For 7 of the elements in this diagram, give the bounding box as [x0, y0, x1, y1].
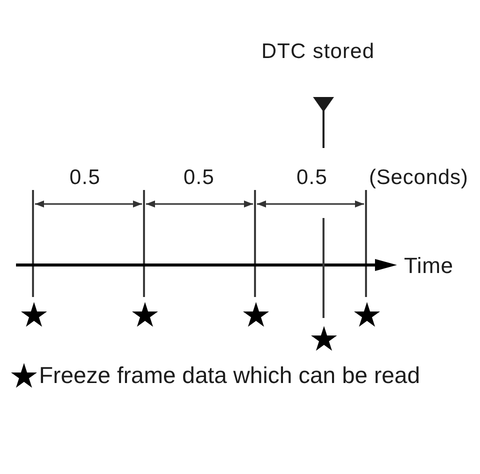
dimension-value: 0.5: [70, 167, 100, 188]
dimension-value: 0.5: [296, 167, 328, 188]
dimension-value: 0.5: [184, 167, 214, 188]
unit-label: (Seconds): [369, 167, 468, 188]
legend-text: Freeze frame data which can be read: [39, 364, 420, 387]
event-label: DTC stored: [261, 41, 375, 62]
axis-label: Time: [404, 255, 454, 277]
